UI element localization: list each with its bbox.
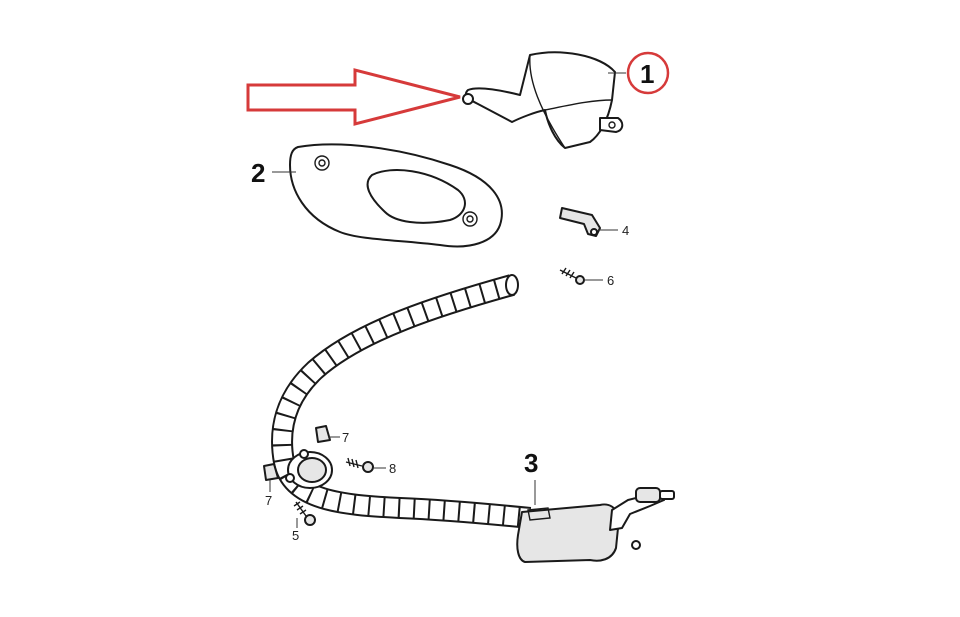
callout-2: 2 <box>251 158 265 188</box>
part-1-bracket <box>462 51 624 149</box>
part-4-small-bracket <box>559 207 601 237</box>
part-5-bolt <box>293 501 316 526</box>
callout-7-upper: 7 <box>342 430 349 445</box>
part-6-screw <box>559 267 585 285</box>
part-8-bolt <box>345 457 374 473</box>
part-7-clip-upper <box>315 425 331 443</box>
part-2-gasket <box>289 143 503 248</box>
highlight-circle <box>626 51 670 95</box>
callout-6: 6 <box>607 273 614 288</box>
callout-4: 4 <box>622 223 629 238</box>
callout-3: 3 <box>524 448 538 478</box>
part-7-clip-lower <box>263 463 279 481</box>
callout-1: 1 <box>640 59 654 89</box>
highlight-arrow <box>246 68 461 126</box>
callout-8: 8 <box>389 461 396 476</box>
callout-5: 5 <box>292 528 299 543</box>
part-3-hose <box>271 274 675 563</box>
callout-7-lower: 7 <box>265 493 272 508</box>
